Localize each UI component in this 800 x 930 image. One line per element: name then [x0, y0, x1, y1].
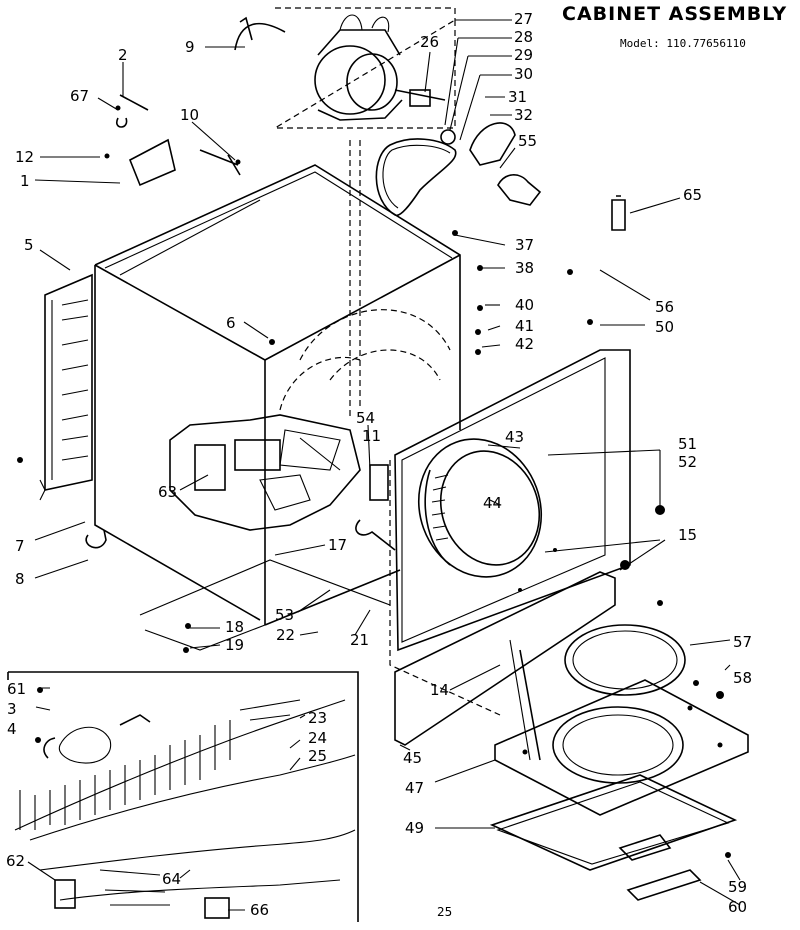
- callout-labels: 2 67 9 26 27 28 29 30 31 32 55 10 12 1 6…: [6, 10, 752, 919]
- callout-label: 24: [308, 729, 327, 747]
- callout-label: 9: [185, 38, 195, 56]
- callout-label: 30: [514, 65, 533, 83]
- callout-label: 15: [678, 526, 697, 544]
- callout-label: 56: [655, 298, 674, 316]
- callout-label: 4: [7, 720, 17, 738]
- base-plate: [489, 679, 749, 901]
- callout-label: 10: [180, 106, 199, 124]
- callout-label: 27: [514, 10, 533, 28]
- diagram-title: CABINET ASSEMBLY: [562, 3, 787, 25]
- cabinet-body: [39, 140, 461, 651]
- callout-label: 54: [356, 409, 375, 427]
- callout-label: 43: [505, 428, 524, 446]
- callout-label: 7: [15, 537, 25, 555]
- callout-label: 58: [733, 669, 752, 687]
- callout-label: 5: [24, 236, 34, 254]
- callout-label: 37: [515, 236, 534, 254]
- callout-label: 53: [275, 606, 294, 624]
- callout-label: 23: [308, 709, 327, 727]
- callout-label: 50: [655, 318, 674, 336]
- callout-label: 45: [403, 749, 422, 767]
- callout-label: 19: [225, 636, 244, 654]
- model-number: Model: 110.77656110: [620, 37, 746, 50]
- callout-label: 49: [405, 819, 424, 837]
- drive-belt: [375, 138, 457, 217]
- callout-label: 52: [678, 453, 697, 471]
- heater-assembly: [169, 414, 396, 551]
- callout-label: 64: [162, 870, 181, 888]
- callout-label: 32: [514, 106, 533, 124]
- callout-label: 6: [226, 314, 236, 332]
- callout-label: 3: [7, 700, 17, 718]
- callout-label: 26: [420, 33, 439, 51]
- callout-label: 1: [20, 172, 30, 190]
- callout-label: 61: [7, 680, 26, 698]
- callout-label: 28: [514, 28, 533, 46]
- fastener-markers: [17, 105, 731, 858]
- callout-label: 55: [518, 132, 537, 150]
- callout-label: 2: [118, 46, 128, 64]
- callout-label: 51: [678, 435, 697, 453]
- wiring-harness-panel: [7, 671, 359, 922]
- callout-label: 62: [6, 852, 25, 870]
- callout-label: 14: [430, 681, 449, 699]
- idler-assembly: [440, 122, 626, 231]
- callout-label: 21: [350, 631, 369, 649]
- callout-label: 40: [515, 296, 534, 314]
- callout-label: 11: [362, 427, 381, 445]
- callout-label: 47: [405, 779, 424, 797]
- top-left-parts: [115, 94, 241, 187]
- page-number: 25: [437, 905, 452, 919]
- toe-panel: [394, 571, 686, 761]
- callout-label: 29: [514, 46, 533, 64]
- motor-assembly: [234, 7, 456, 129]
- callout-label: 18: [225, 618, 244, 636]
- callout-label: 66: [250, 901, 269, 919]
- callout-label: 12: [15, 148, 34, 166]
- callout-label: 57: [733, 633, 752, 651]
- callout-label: 60: [728, 898, 747, 916]
- front-panel: [389, 349, 631, 716]
- callout-label: 65: [683, 186, 702, 204]
- callout-label: 59: [728, 878, 747, 896]
- callout-label: 25: [308, 747, 327, 765]
- callout-label: 63: [158, 483, 177, 501]
- callout-label: 22: [276, 626, 295, 644]
- callout-label: 17: [328, 536, 347, 554]
- callout-label: 42: [515, 335, 534, 353]
- callout-label: 38: [515, 259, 534, 277]
- callout-label: 31: [508, 88, 527, 106]
- callout-label: 67: [70, 87, 89, 105]
- callout-label: 41: [515, 317, 534, 335]
- callout-label: 44: [483, 494, 502, 512]
- callout-label: 8: [15, 570, 25, 588]
